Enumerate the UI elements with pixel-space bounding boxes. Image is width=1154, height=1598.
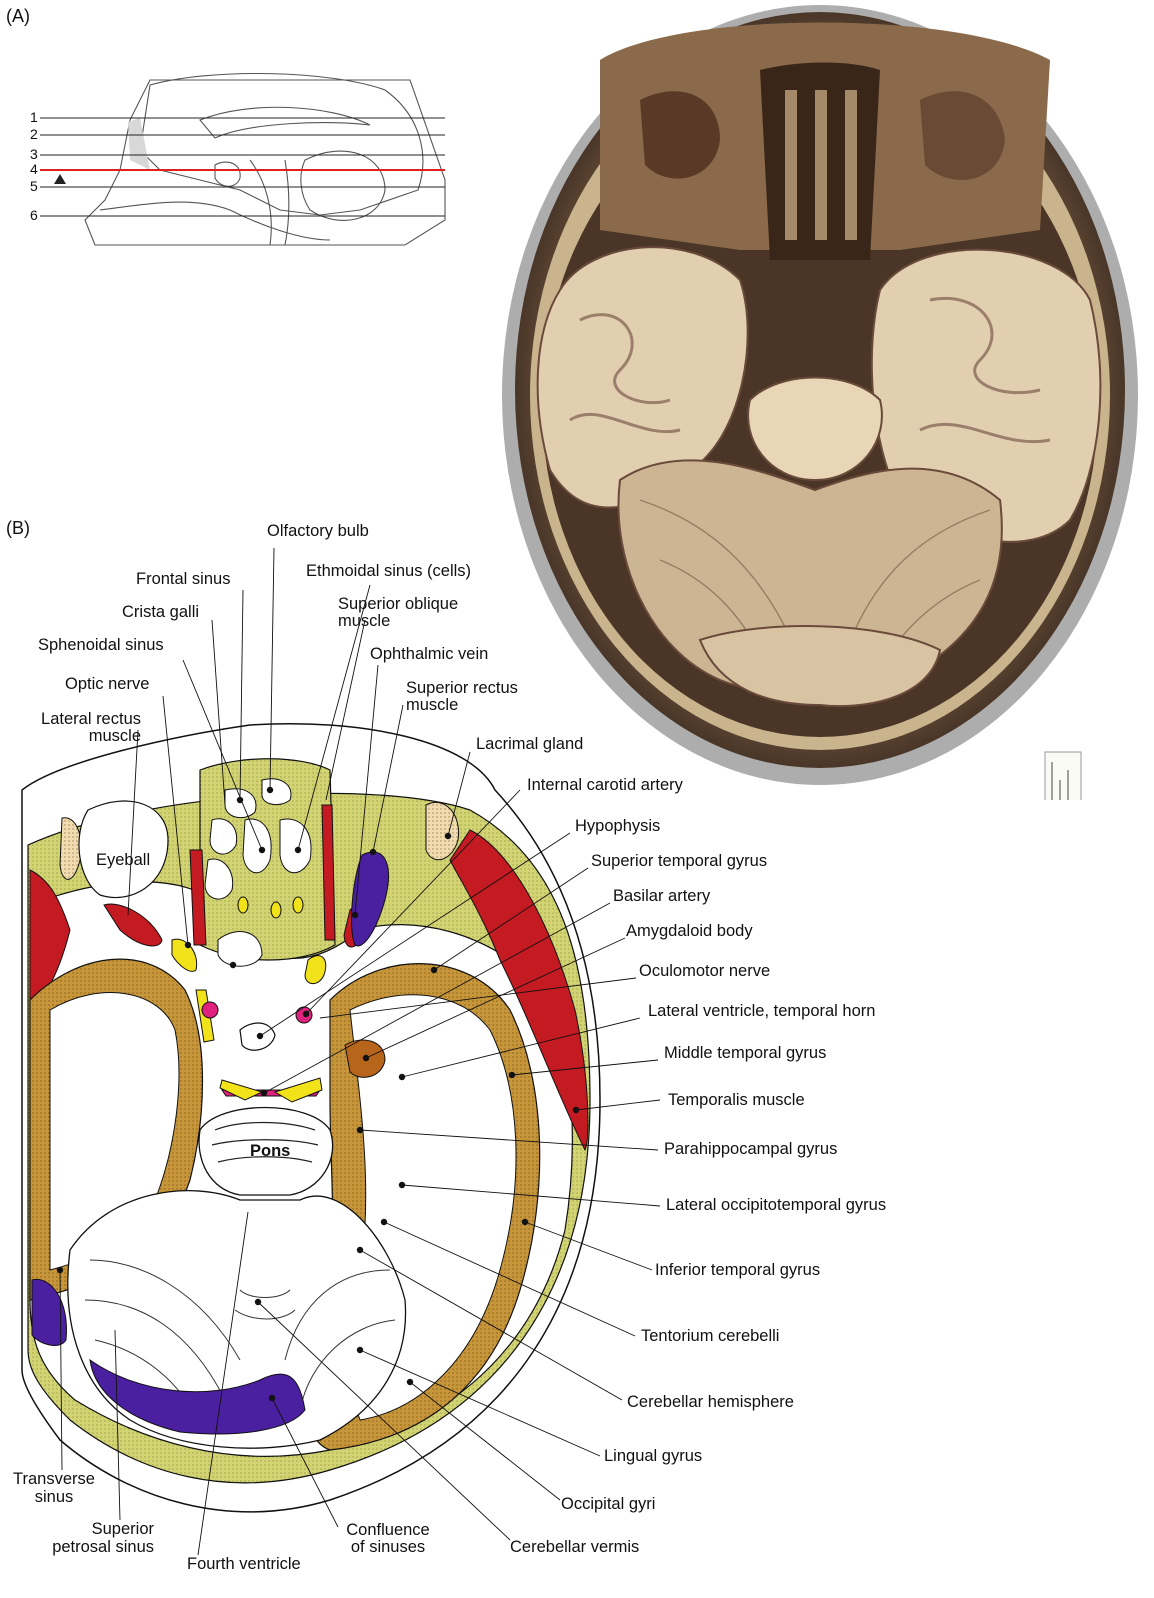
label-olfactory-bulb: Olfactory bulb <box>267 523 369 540</box>
label-lateral-rectus-2: muscle <box>24 728 141 745</box>
label-transverse-sinus-1: Transverse <box>4 1471 104 1488</box>
label-basilar-artery: Basilar artery <box>613 888 710 905</box>
label-lateral-ventricle: Lateral ventricle, temporal horn <box>648 1003 875 1020</box>
label-lingual-gyrus: Lingual gyrus <box>604 1448 702 1465</box>
carotid-left-shape <box>202 1002 218 1018</box>
label-cerebellar-hemisphere: Cerebellar hemisphere <box>627 1394 794 1411</box>
label-hypophysis: Hypophysis <box>575 818 660 835</box>
eyeball-label: Eyeball <box>96 852 150 869</box>
label-amygdaloid-body: Amygdaloid body <box>626 923 753 940</box>
label-confluence-1: Confluence <box>330 1522 446 1539</box>
label-superior-rectus-2: muscle <box>406 697 458 714</box>
label-optic-nerve: Optic nerve <box>65 676 149 693</box>
label-lateral-rectus-1: Lateral rectus <box>24 711 141 728</box>
label-tentorium: Tentorium cerebelli <box>641 1328 779 1345</box>
label-lacrimal-gland: Lacrimal gland <box>476 736 583 753</box>
label-parahippocampal: Parahippocampal gyrus <box>664 1141 837 1158</box>
label-occipital-gyri: Occipital gyri <box>561 1496 655 1513</box>
label-superior-petrosal-1: Superior <box>20 1521 154 1538</box>
label-crista-galli: Crista galli <box>122 604 199 621</box>
pons-label: Pons <box>250 1143 290 1160</box>
label-cerebellar-vermis: Cerebellar vermis <box>510 1539 639 1556</box>
label-frontal-sinus: Frontal sinus <box>136 571 230 588</box>
label-superior-rectus-1: Superior rectus <box>406 680 518 697</box>
label-fourth-ventricle: Fourth ventricle <box>187 1556 301 1573</box>
label-middle-temporal: Middle temporal gyrus <box>664 1045 826 1062</box>
label-confluence-2: of sinuses <box>330 1539 446 1556</box>
label-superior-petrosal-2: petrosal sinus <box>20 1539 154 1556</box>
label-inferior-temporal: Inferior temporal gyrus <box>655 1262 820 1279</box>
label-internal-carotid: Internal carotid artery <box>527 777 683 794</box>
label-ethmoidal-sinus: Ethmoidal sinus (cells) <box>306 563 471 580</box>
label-oculomotor-nerve: Oculomotor nerve <box>639 963 770 980</box>
label-ophthalmic-vein: Ophthalmic vein <box>370 646 488 663</box>
label-lateral-occipitotemporal: Lateral occipitotemporal gyrus <box>666 1197 886 1214</box>
label-superior-oblique-2: muscle <box>338 613 390 630</box>
label-transverse-sinus-2: sinus <box>4 1489 104 1506</box>
label-sphenoidal-sinus: Sphenoidal sinus <box>38 637 164 654</box>
label-superior-oblique-1: Superior oblique <box>338 596 458 613</box>
label-temporalis: Temporalis muscle <box>668 1092 805 1109</box>
label-superior-temporal: Superior temporal gyrus <box>591 853 767 870</box>
